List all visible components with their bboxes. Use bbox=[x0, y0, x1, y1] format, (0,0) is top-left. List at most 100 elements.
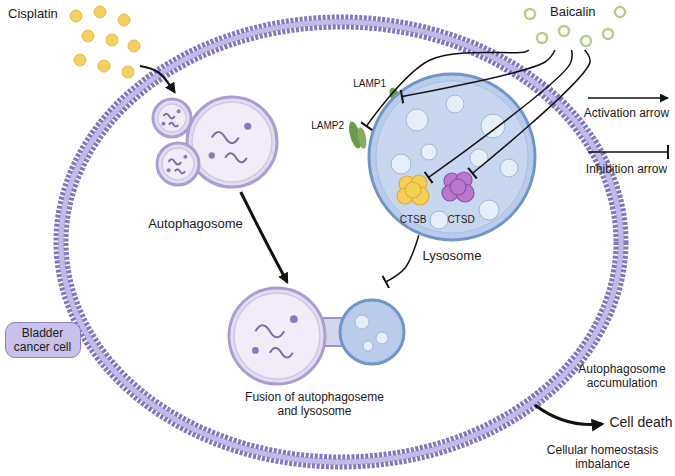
node-text: Baicalin bbox=[550, 4, 616, 19]
lysosome-vesicle bbox=[355, 315, 369, 329]
activation-connector bbox=[241, 192, 287, 282]
cargo-squiggle bbox=[270, 348, 293, 358]
drug-particle bbox=[82, 30, 94, 42]
drug-source: Cisplatin bbox=[8, 6, 140, 82]
cargo-dot bbox=[167, 168, 171, 172]
lipid-heads-outer bbox=[56, 17, 626, 467]
cargo-dot bbox=[183, 155, 187, 159]
legend-text: Inhibition arrow bbox=[578, 162, 675, 176]
cargo-squiggle bbox=[169, 159, 182, 164]
cargo-squiggle bbox=[225, 153, 247, 162]
cargo-squiggle bbox=[212, 132, 239, 143]
drug-particle bbox=[106, 34, 118, 46]
drug-particle bbox=[118, 14, 130, 26]
cargo-squiggle bbox=[175, 169, 185, 173]
cargo-squiggle bbox=[255, 325, 284, 337]
shape-group bbox=[442, 172, 474, 202]
vesicle-membrane bbox=[157, 143, 199, 185]
drug-particle bbox=[559, 26, 569, 36]
enzyme-node: CTSD bbox=[438, 167, 478, 207]
inhibition-connector bbox=[386, 235, 419, 282]
vesicle-inner-membrane bbox=[158, 104, 186, 132]
shape-group bbox=[397, 175, 429, 205]
lipid-heads-inner bbox=[66, 27, 616, 457]
drug-particle bbox=[94, 6, 106, 18]
drug-particle bbox=[581, 36, 591, 46]
lipid-tails bbox=[61, 22, 621, 462]
vesicle-membrane bbox=[187, 97, 277, 187]
shape-group bbox=[70, 6, 140, 78]
drug-particle bbox=[525, 9, 535, 19]
cargo-dot bbox=[252, 347, 259, 354]
shape-group bbox=[347, 120, 368, 150]
node-text: LAMP2 bbox=[302, 120, 344, 132]
node-text: Autophagosome bbox=[123, 216, 268, 231]
node-text: CTSD bbox=[436, 214, 486, 226]
cargo-dot bbox=[209, 152, 215, 158]
fusing-lysosome bbox=[340, 300, 404, 364]
cargo-squiggle bbox=[163, 114, 174, 119]
annotation-label: Cell death bbox=[606, 414, 675, 431]
membrane-protein-node: LAMP2 bbox=[348, 118, 368, 152]
drug-particle bbox=[70, 10, 82, 22]
lysosome-vesicle bbox=[470, 149, 488, 167]
lysosome-vesicle bbox=[430, 211, 448, 229]
vesicle-inner-membrane bbox=[234, 293, 320, 379]
legend-inhibition-sample bbox=[588, 151, 668, 153]
drug-particle bbox=[603, 29, 613, 39]
fusion-node: Fusion of autophagoseme and lysosome bbox=[222, 282, 407, 386]
shape-group bbox=[229, 288, 404, 384]
lysosome-vesicle bbox=[406, 109, 428, 131]
node-text: LAMP1 bbox=[344, 78, 386, 90]
lysosome-vesicle bbox=[479, 200, 499, 220]
vesicle-membrane bbox=[153, 99, 191, 137]
drug-particle bbox=[98, 60, 110, 72]
node-text: Cisplatin bbox=[8, 6, 78, 21]
node-shape bbox=[222, 282, 407, 386]
lysosome-vesicle bbox=[481, 114, 505, 138]
drug-particle bbox=[128, 40, 140, 52]
lysosome-vesicle bbox=[363, 341, 373, 351]
lysosome-node: LysosomeCTSBCTSD bbox=[367, 72, 537, 242]
lysosome-lumen bbox=[376, 81, 528, 233]
node-shape bbox=[438, 167, 478, 207]
annotation-label: Autophagosome accumulation bbox=[570, 362, 674, 390]
node-shape bbox=[148, 92, 283, 192]
drug-particle bbox=[537, 33, 547, 43]
lysosome-vesicle bbox=[500, 159, 518, 177]
enzyme-granule bbox=[405, 182, 421, 198]
shape-group bbox=[369, 74, 535, 240]
legend-activation-sample bbox=[588, 97, 668, 99]
node-shape bbox=[348, 118, 368, 152]
vesicle-membrane bbox=[229, 288, 325, 384]
lysosome-membrane bbox=[369, 74, 535, 240]
lysosome-vesicle bbox=[376, 332, 388, 344]
node-text: Lysosome bbox=[367, 248, 537, 263]
vesicle-inner-membrane bbox=[192, 102, 272, 182]
node-text: Fusion of autophagoseme and lysosome bbox=[237, 390, 392, 418]
drug-particle bbox=[122, 66, 134, 78]
cargo-dot bbox=[161, 122, 165, 126]
outcome-arrow bbox=[535, 405, 602, 425]
legend-box: Bladder cancer cell bbox=[5, 322, 81, 358]
cell-membrane bbox=[56, 17, 626, 467]
drug-source: Baicalin bbox=[522, 4, 626, 50]
autophagosome-node: Autophagosome bbox=[148, 92, 283, 192]
cargo-dot bbox=[290, 315, 298, 323]
legend-text: Activation arrow bbox=[578, 106, 675, 120]
enzyme-granule bbox=[450, 179, 466, 195]
drug-particle bbox=[74, 54, 86, 66]
drug-particle bbox=[615, 7, 625, 17]
cargo-dot bbox=[177, 109, 181, 113]
lysosome-vesicle bbox=[391, 154, 411, 174]
cargo-dot bbox=[244, 123, 251, 130]
node-shape bbox=[393, 170, 433, 210]
annotation-label: Cellular homeostasis imbalance bbox=[540, 443, 665, 471]
cargo-squiggle bbox=[169, 123, 178, 127]
lysosome-vesicle bbox=[421, 144, 437, 160]
node-text: CTSB bbox=[388, 214, 438, 226]
enzyme-node: CTSB bbox=[393, 170, 433, 210]
membrane-protein bbox=[356, 126, 368, 149]
activation-connector bbox=[140, 66, 174, 92]
